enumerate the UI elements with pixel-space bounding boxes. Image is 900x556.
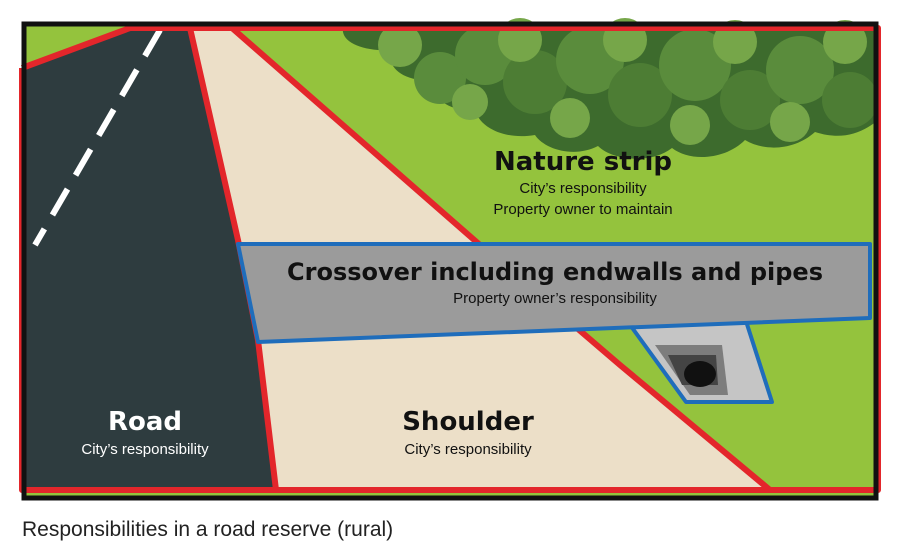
tree-canopy: [300, 18, 878, 159]
crossover-line1: Property owner’s responsibility: [453, 290, 657, 307]
nature-strip-line2: Property owner to maintain: [493, 201, 672, 218]
nature-strip-title: Nature strip: [494, 147, 672, 177]
diagram-frame: [21, 21, 879, 501]
shoulder-title: Shoulder: [402, 407, 534, 437]
crossover-title: Crossover including endwalls and pipes: [287, 258, 823, 286]
road-centre-line: [32, 28, 163, 247]
figure-caption: Responsibilities in a road reserve (rura…: [22, 518, 394, 541]
road-reserve-diagram: Nature strip City’s responsibility Prope…: [19, 18, 881, 501]
road-title: Road: [108, 407, 182, 437]
shoulder-line1: City’s responsibility: [404, 441, 532, 458]
crossover-slab: [236, 242, 872, 344]
road-surface: [22, 28, 276, 490]
nature-strip-line1: City’s responsibility: [519, 180, 647, 197]
road-line1: City’s responsibility: [81, 441, 209, 458]
culvert-endwall: [623, 316, 774, 404]
